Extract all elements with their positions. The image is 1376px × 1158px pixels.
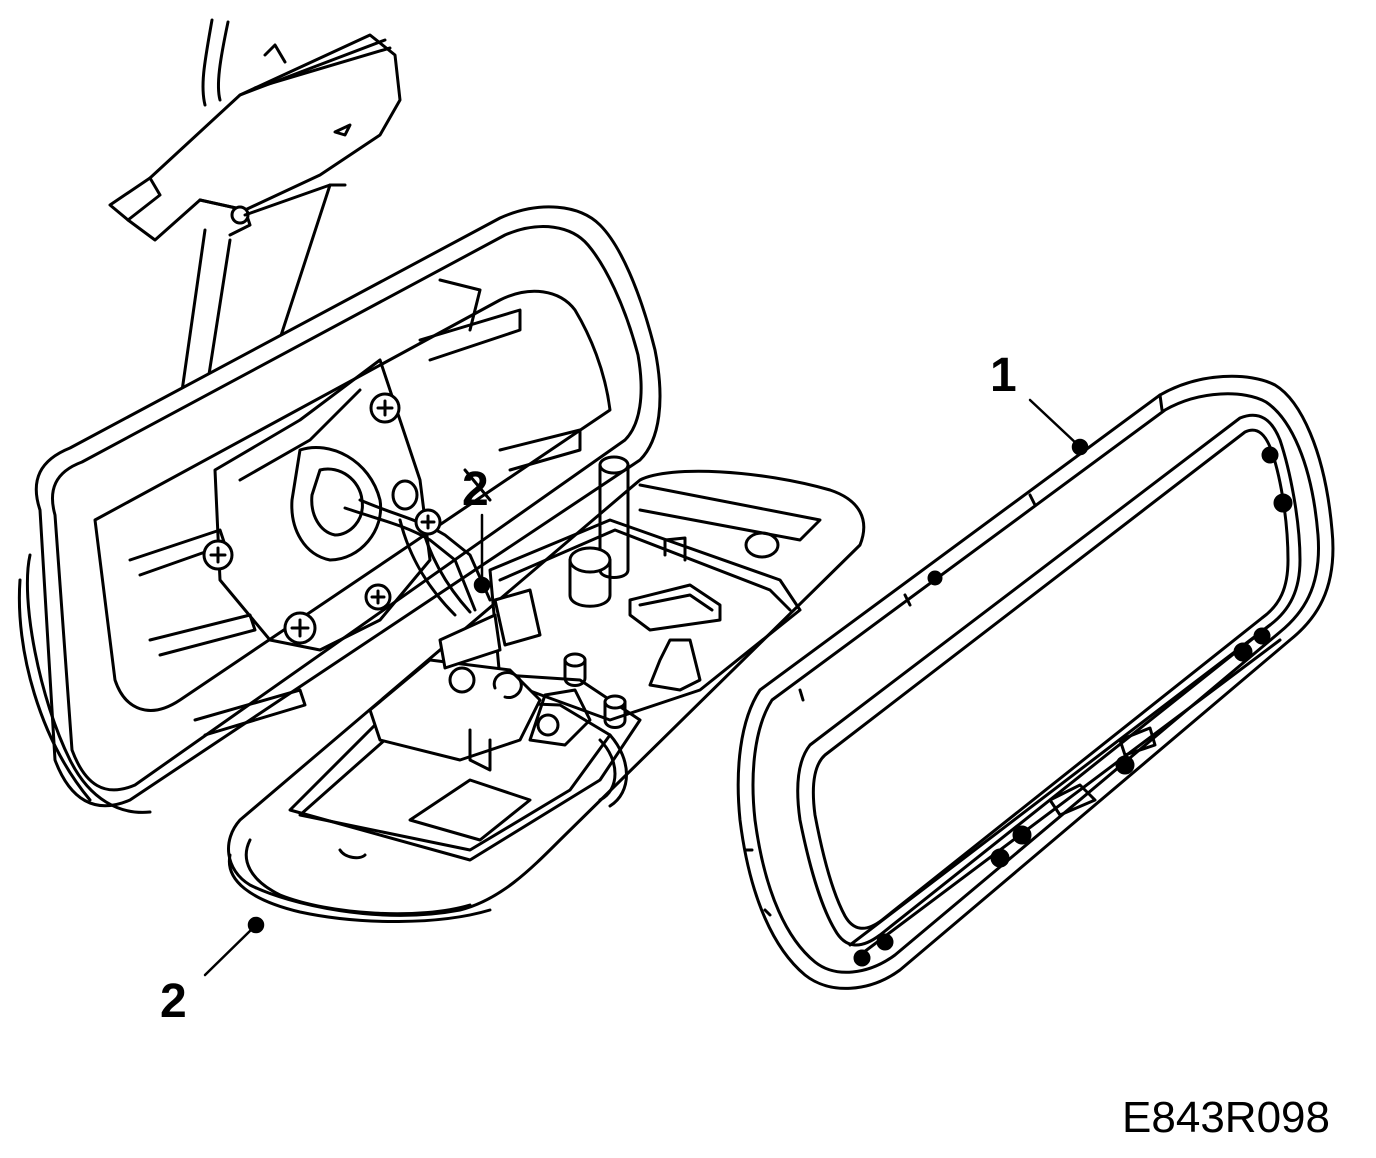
callout-part-1: 1: [990, 349, 1017, 402]
screw-1: [369, 392, 401, 424]
mirror-frame: [736, 374, 1335, 990]
screw-5: [283, 611, 317, 645]
leader-dot-1: [1071, 438, 1089, 456]
leader-dot-2-upper: [473, 576, 491, 594]
leader-lines: [203, 398, 1089, 977]
circuit-base: [227, 455, 866, 923]
screws: [202, 392, 442, 645]
rear-housing: [17, 205, 662, 814]
callout-part-2-lower: 2: [160, 975, 187, 1028]
screw-3: [202, 539, 234, 571]
screw-4: [364, 583, 392, 611]
callout-part-2-upper: 2: [462, 463, 489, 516]
leader-dot-2-lower: [247, 916, 265, 934]
mounting-bracket: [108, 18, 402, 407]
reference-code: E843R098: [1122, 1093, 1330, 1142]
screw-2: [414, 508, 442, 536]
